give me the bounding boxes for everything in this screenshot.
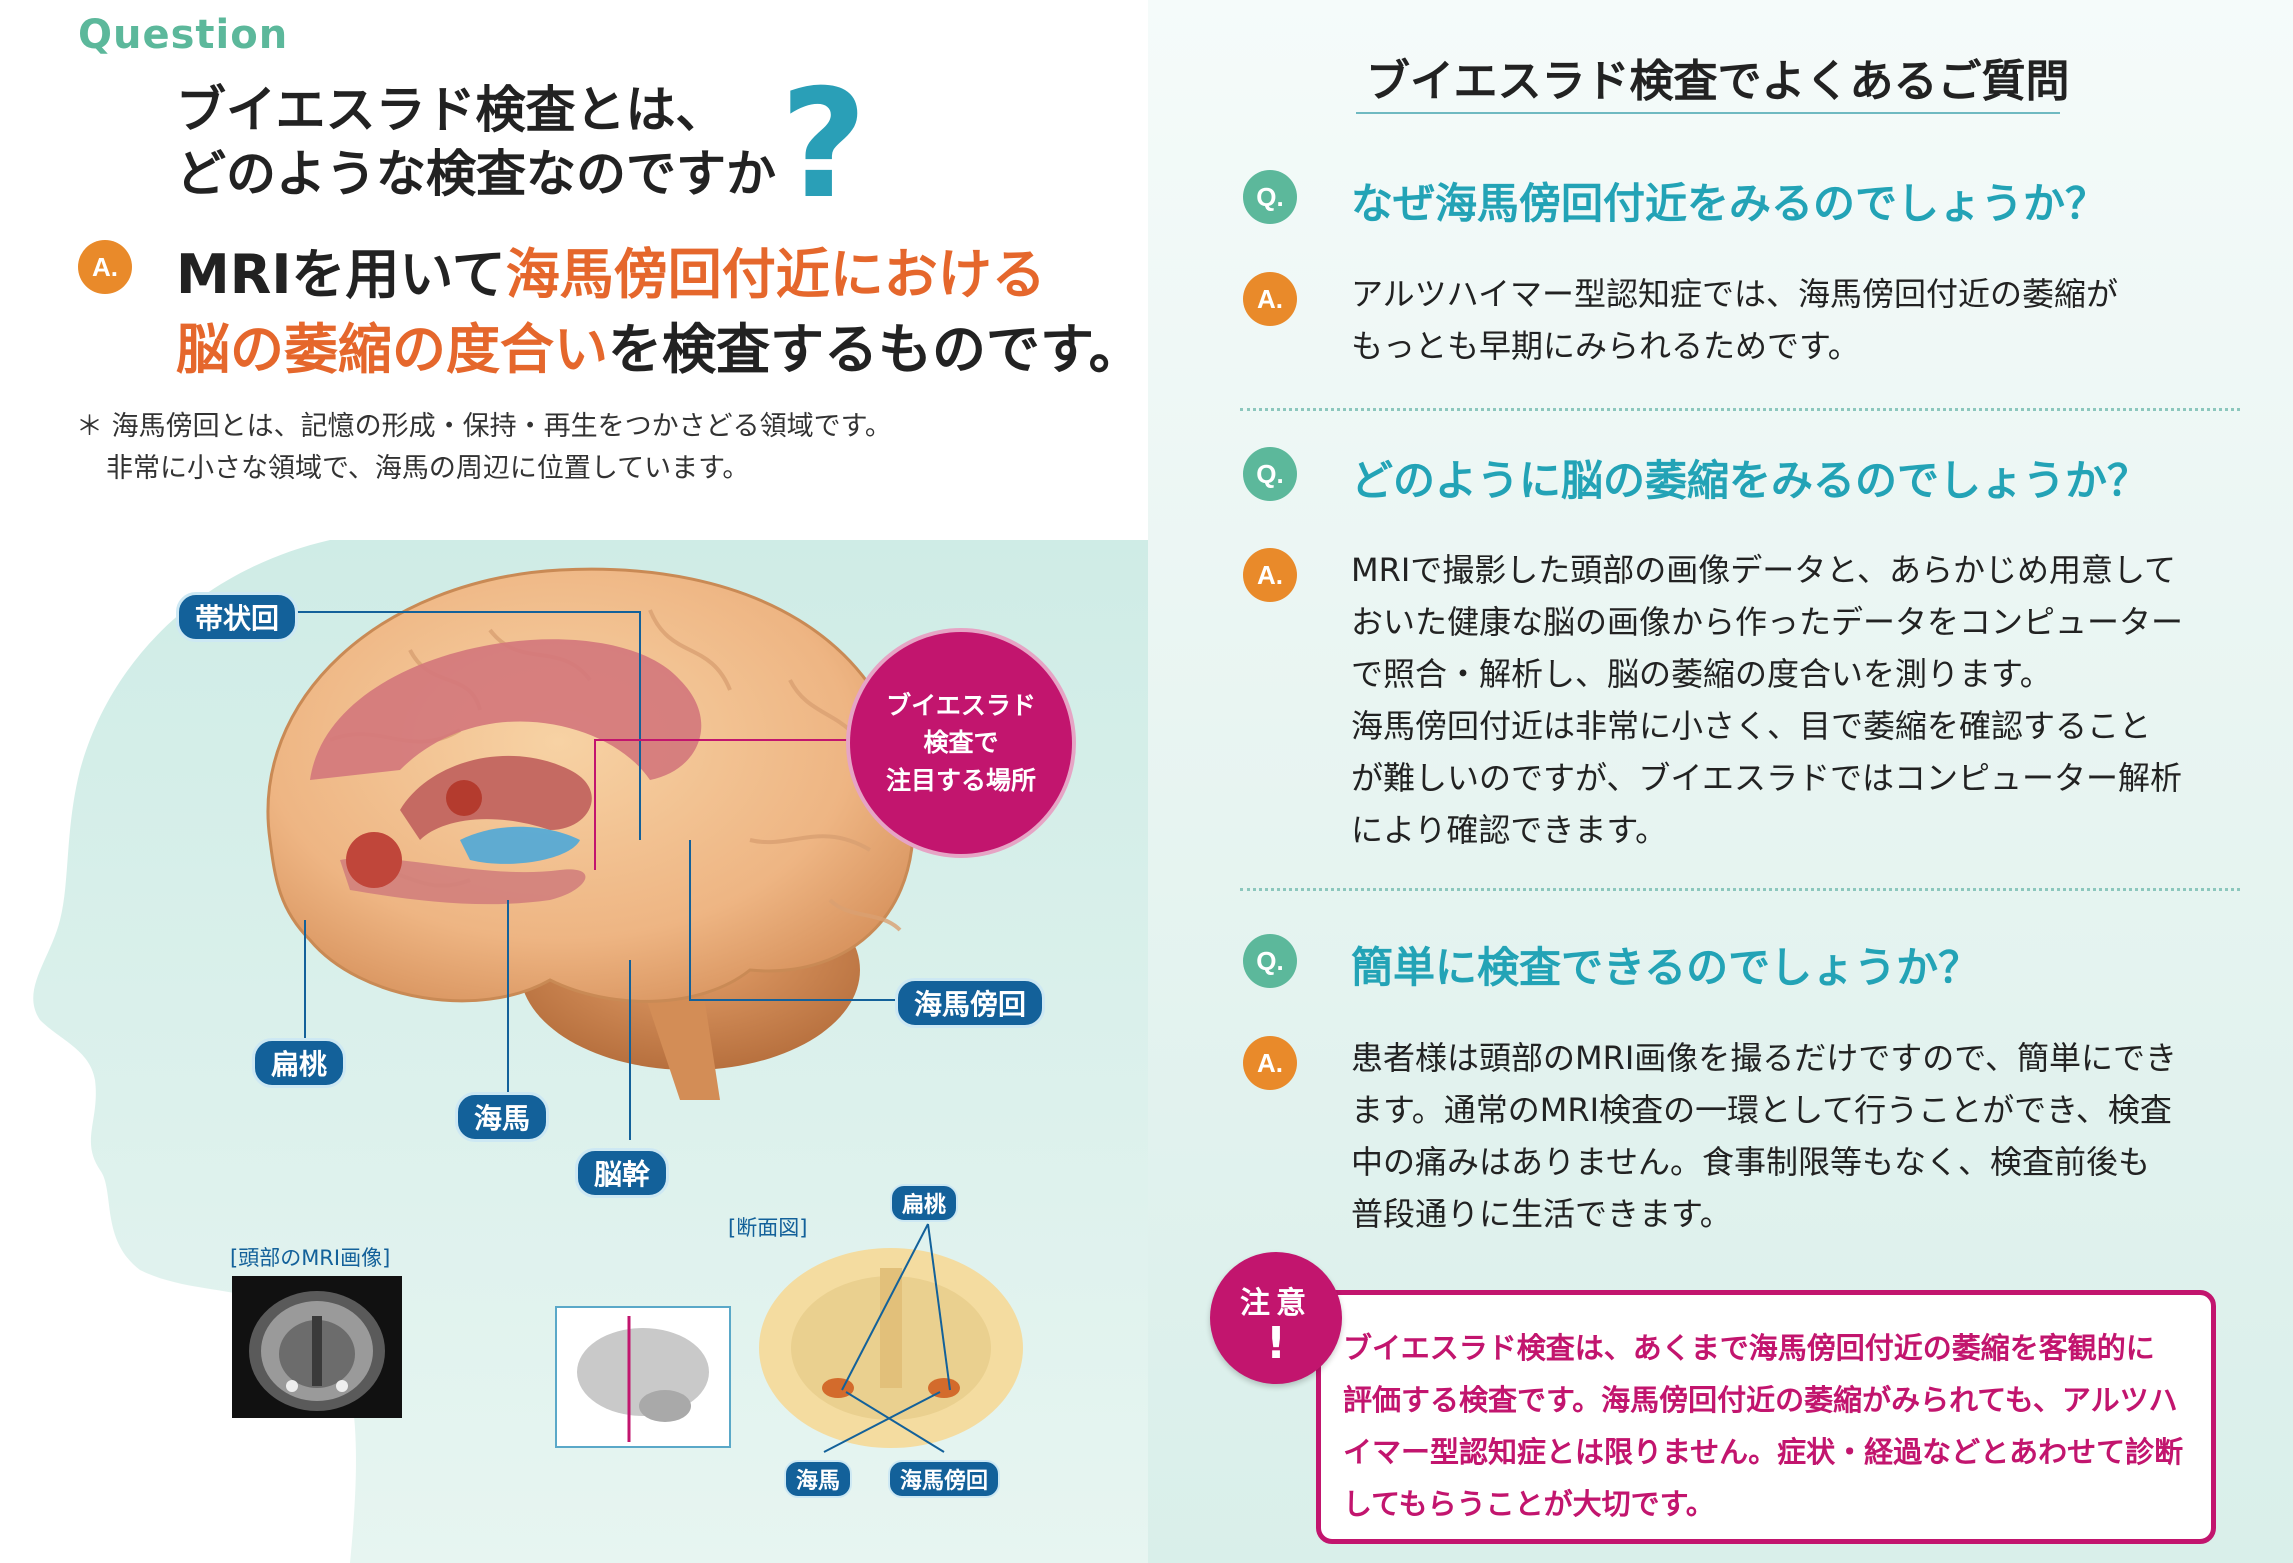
a3-badge: A. <box>1243 1036 1297 1090</box>
focus-line-2: 検査で <box>923 728 999 758</box>
warning-box: ブイエスラド検査は、あくまで海馬傍回付近の萎縮を客観的に 評価する検査です。海馬… <box>1316 1290 2216 1544</box>
a2-line: MRIで撮影した頭部の画像データと、あらかじめ用意して <box>1351 551 2177 589</box>
warning-line-2: 評価する検査です。海馬傍回付近の萎縮がみられても、アルツハ <box>1343 1383 2178 1417</box>
mri-image <box>232 1276 402 1418</box>
q2-question: どのように脳の萎縮をみるのでしょうか？ <box>1351 456 2150 505</box>
label-cingulate: 帯状回 <box>176 592 299 642</box>
answer-line-2-black: を検査するものです。 <box>608 318 1143 381</box>
a2-line: で照合・解析し、脳の萎縮の度合いを測ります。 <box>1351 655 2052 693</box>
focus-line-1: ブイエスラド <box>886 690 1036 720</box>
warning-badge: 注意 ! <box>1210 1252 1342 1384</box>
answer-line-1-highlight: 海馬傍回付近における <box>505 243 1046 306</box>
brain-illustration <box>266 567 915 1100</box>
faq-title: ブイエスラド検査でよくあるご質問 <box>1366 56 2070 107</box>
warning-badge-text: 注意 <box>1240 1286 1312 1321</box>
brain-cross-section <box>759 1248 1023 1448</box>
answer-line-2: 脳の萎縮の度合いを検査するものです。 <box>176 305 1143 384</box>
divider-2 <box>1240 888 2240 891</box>
section-caption: [断面図] <box>728 1216 808 1240</box>
mri-caption: [頭部のMRI画像] <box>230 1246 391 1270</box>
q3-question: 簡単に検査できるのでしょうか？ <box>1351 943 1981 992</box>
q2-badge: Q. <box>1243 447 1297 501</box>
a3-line: ます。通常のMRI検査の一環として行うことができ、検査 <box>1351 1091 2172 1129</box>
a2-line: おいた健康な脳の画像から作ったデータをコンピューター <box>1351 603 2184 641</box>
warning-line-4: してもらうことが大切です。 <box>1343 1487 1715 1521</box>
left-page: Question ブイエスラド検査とは、 どのような検査なのですか ? A. M… <box>33 12 1148 1563</box>
focus-line-3: 注目する場所 <box>885 765 1036 795</box>
answer-line-1: MRIを用いて海馬傍回付近における <box>176 230 1046 309</box>
label-parahippocampal: 海馬傍回 <box>895 978 1046 1028</box>
a1-line: もっとも早期にみられるためです。 <box>1351 327 1860 365</box>
q3-badge: Q. <box>1243 934 1297 988</box>
right-page: ブイエスラド検査でよくあるご質問 Q. なぜ海馬傍回付近をみるのでしょうか？ A… <box>1148 0 2293 1563</box>
question-label: Question <box>78 12 289 58</box>
answer-line-1-black: MRIを用いて <box>176 243 506 306</box>
divider-1 <box>1240 408 2240 411</box>
a1-line: アルツハイマー型認知症では、海馬傍回付近の萎縮が <box>1351 275 2119 313</box>
a3-line: 普段通りに生活できます。 <box>1351 1195 1732 1233</box>
section-locator-image <box>555 1306 731 1448</box>
a1-badge: A. <box>1243 272 1297 326</box>
focus-area-circle: ブイエスラド 検査で 注目する場所 <box>850 632 1072 854</box>
warning-line-1: ブイエスラド検査は、あくまで海馬傍回付近の萎縮を客観的に <box>1343 1331 2155 1365</box>
note-line-2: 非常に小さな領域で、海馬の周辺に位置しています。 <box>106 453 750 484</box>
a2-line: が難しいのですが、ブイエスラドではコンピューター解析 <box>1351 759 2183 797</box>
a2-line: により確認できます。 <box>1351 811 1668 849</box>
question-title-line-1: ブイエスラド検査とは、 <box>176 81 726 139</box>
section-label-parahippocampal: 海馬傍回 <box>888 1460 1001 1498</box>
warning-line-3: イマー型認知症とは限りません。症状・経過などとあわせて診断 <box>1343 1435 2184 1469</box>
a2-answer: MRIで撮影した頭部の画像データと、あらかじめ用意して おいた健康な脳の画像から… <box>1351 544 2231 856</box>
faq-title-underline <box>1356 112 2060 114</box>
question-mark-icon: ? <box>780 58 868 232</box>
label-brainstem: 脳幹 <box>575 1148 670 1198</box>
answer-badge: A. <box>78 240 132 294</box>
a3-line: 患者様は頭部のMRI画像を撮るだけですので、簡単にでき <box>1351 1039 2178 1077</box>
question-title-line-2: どのような検査なのですか <box>176 145 776 203</box>
a2-line: 海馬傍回付近は非常に小さく、目で萎縮を確認すること <box>1351 707 2152 745</box>
a3-answer: 患者様は頭部のMRI画像を撮るだけですので、簡単にでき ます。通常のMRI検査の… <box>1351 1032 2231 1240</box>
a1-answer: アルツハイマー型認知症では、海馬傍回付近の萎縮が もっとも早期にみられるためです… <box>1351 268 2231 372</box>
section-label-hippocampus: 海馬 <box>784 1460 853 1498</box>
label-amygdala: 扁桃 <box>252 1038 347 1088</box>
a2-badge: A. <box>1243 548 1297 602</box>
label-hippocampus: 海馬 <box>455 1092 550 1142</box>
exclamation-icon: ! <box>1265 1318 1287 1369</box>
a3-line: 中の痛みはありません。食事制限等もなく、検査前後も <box>1351 1143 2151 1181</box>
note-line-1: ＊ 海馬傍回とは、記憶の形成・保持・再生をつかさどる領域です。 <box>76 411 892 442</box>
q1-badge: Q. <box>1243 170 1297 224</box>
section-label-amygdala: 扁桃 <box>890 1184 959 1222</box>
q1-question: なぜ海馬傍回付近をみるのでしょうか？ <box>1351 179 2108 228</box>
answer-line-2-highlight: 脳の萎縮の度合い <box>176 318 608 381</box>
